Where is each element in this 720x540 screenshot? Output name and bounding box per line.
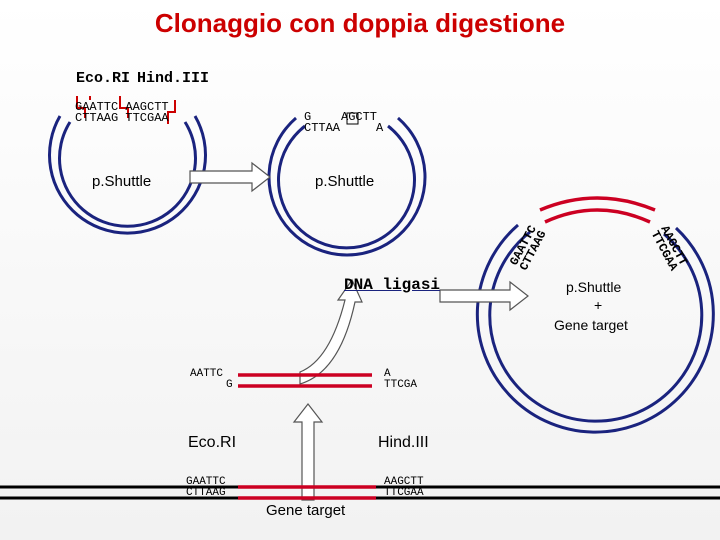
sticky-end-box xyxy=(346,112,359,125)
gene-left-bottom: CTTAAG xyxy=(186,487,226,499)
plasmid-2-outer-ring xyxy=(267,116,427,257)
plasmid-3-right-site: AAGCTT TTCGAA xyxy=(648,223,690,274)
plasmid-2-seq-top-left: G xyxy=(304,110,312,124)
plasmid-1-seq-top: GAATTC AAGCTT xyxy=(75,100,169,114)
arrow-digest xyxy=(189,161,271,193)
plasmid-2-label: p.Shuttle xyxy=(315,173,375,190)
gene-target-label: Gene target xyxy=(266,502,346,519)
plasmid-3-label-line2: + xyxy=(594,297,603,313)
plasmid-1-label: p.Shuttle xyxy=(92,173,152,190)
plasmid-3-label-line1: p.Shuttle xyxy=(566,279,622,295)
plasmid-2-seq-bottom-right: A xyxy=(376,121,384,135)
gene-right-top: AAGCTT xyxy=(384,476,424,488)
plasmid-2-inner-ring xyxy=(277,124,416,250)
cut-markers-plasmid-1 xyxy=(76,96,176,124)
page-title: Clonaggio con doppia digestione xyxy=(154,8,566,38)
gene-left-top: GAATTC xyxy=(186,476,226,488)
enzyme-label-left: Eco.RI xyxy=(188,434,237,451)
insert-cut xyxy=(238,373,372,388)
enzyme-hindiii-header: Hind.III xyxy=(137,70,210,87)
arrow-ligase-shape xyxy=(439,280,529,312)
insert-right-top: A xyxy=(384,368,391,380)
plasmid-2 xyxy=(267,112,427,257)
gene-right-bottom: TTCGAA xyxy=(384,487,424,499)
plasmid-3: GAATTC CTTAAG AAGCTT TTCGAA xyxy=(475,196,715,434)
plasmid-1-outer-ring xyxy=(48,115,207,235)
enzyme-label-right: Hind.III xyxy=(378,434,429,451)
insert-right-bottom: TTCGA xyxy=(384,379,418,391)
plasmid-2-seq-top-right: AGCTT xyxy=(341,110,378,124)
plasmid-1-seq-bottom: CTTAAG TTCGAA xyxy=(75,111,169,125)
plasmid-1-inner-ring xyxy=(58,121,197,228)
plasmid-3-label-line3: Gene target xyxy=(554,317,628,333)
enzyme-ecori-header: Eco.RI xyxy=(76,70,131,87)
insert-left-top: AATTC xyxy=(190,368,224,380)
ligase-label: DNA ligasi xyxy=(344,276,441,294)
insert-left-bottom: G xyxy=(226,379,233,391)
plasmid-1 xyxy=(48,96,207,235)
arrow-insert-to-ligase xyxy=(299,278,363,385)
plasmid-2-seq-bottom-left: CTTAA xyxy=(304,121,341,135)
plasmid-3-insert-outer-red xyxy=(539,196,656,212)
plasmid-3-insert-inner-red xyxy=(544,208,651,224)
genomic-dna xyxy=(0,485,720,500)
